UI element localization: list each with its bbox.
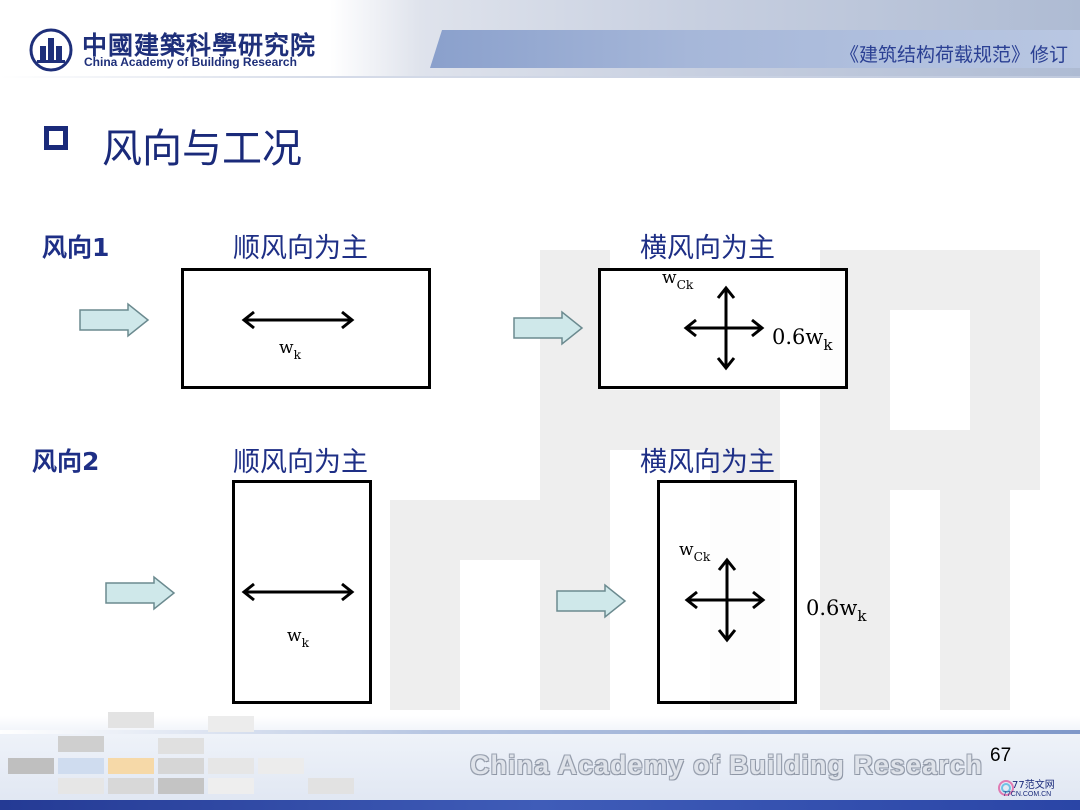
building-plan-cross-2	[657, 480, 797, 704]
title-bullet-icon	[44, 126, 68, 150]
wind-arrow-icon	[105, 575, 176, 611]
slide-title: 风向与工况	[102, 126, 302, 172]
cross-arrow-icon	[684, 557, 766, 643]
double-arrow-icon	[241, 310, 355, 330]
corner-site-name: 77范文网	[1012, 780, 1055, 791]
along-wind-symbol-1: wk	[279, 338, 301, 362]
building-plan-along-1	[181, 268, 431, 389]
org-name-cn: 中國建築科學研究院	[82, 31, 317, 60]
cross-wind-symbol-1: wCk	[662, 268, 694, 292]
cross-arrow-icon	[683, 285, 765, 371]
factor-symbol-1: 0.6wk	[772, 325, 833, 354]
corner-site-logo-icon	[998, 780, 1014, 796]
footer-brand: China Academy of Building Research	[470, 750, 984, 780]
wind-arrow-icon	[513, 310, 584, 346]
wind-direction-1-label: 风向1	[42, 233, 110, 262]
org-name-en: China Academy of Building Research	[84, 55, 297, 69]
cross-wind-label-1: 横风向为主	[640, 233, 775, 264]
header-stripe	[430, 30, 1080, 68]
wind-direction-2-label: 风向2	[32, 447, 100, 476]
along-wind-label-1: 顺风向为主	[233, 233, 368, 264]
footer-mosaic	[0, 712, 420, 802]
corner-site-url: 77CN.COM.CN	[1003, 791, 1052, 798]
header-tag: 《建筑结构荷载规范》修订	[839, 44, 1068, 66]
wind-arrow-icon	[556, 583, 627, 619]
cross-wind-symbol-2: wCk	[679, 540, 711, 564]
wind-arrow-icon	[79, 302, 150, 338]
footer-divider	[0, 730, 1080, 734]
factor-symbol-2: 0.6wk	[806, 596, 867, 625]
double-arrow-icon	[241, 582, 355, 602]
header-divider	[0, 76, 1080, 78]
page-number: 67	[990, 745, 1012, 766]
along-wind-symbol-2: wk	[287, 626, 309, 650]
along-wind-label-2: 顺风向为主	[233, 447, 368, 478]
cross-wind-label-2: 横风向为主	[640, 447, 775, 478]
building-logo-icon	[29, 28, 73, 72]
footer-bar	[0, 800, 1080, 810]
